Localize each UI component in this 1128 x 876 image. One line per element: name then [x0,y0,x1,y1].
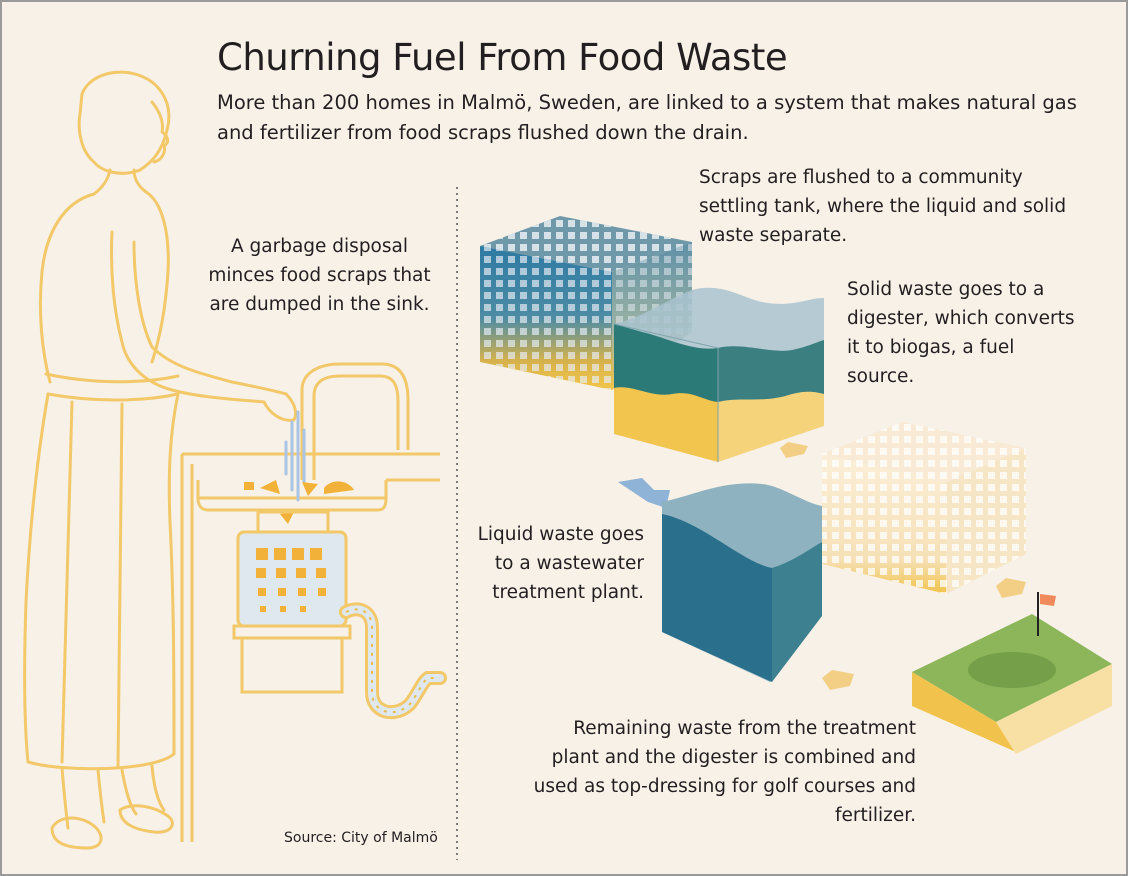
arrow-from-digester [996,578,1026,598]
caption-garbage-disposal: A garbage disposal minces food scraps th… [208,236,431,315]
caption-settling-tank: Scraps are flushed to a community settli… [699,167,1067,246]
treatment-plant-cube [662,483,822,682]
food-scraps [244,480,354,524]
golf-flag [1040,594,1056,606]
page-title: Churning Fuel From Food Waste [217,36,788,79]
golf-course-block [912,592,1112,754]
caption-remaining-waste: Remaining waste from the treatment plant… [533,718,916,826]
arrow-from-treatment [822,670,854,690]
garbage-disposal-unit [232,510,447,720]
subtitle: More than 200 homes in Malmö, Sweden, ar… [217,91,1077,144]
caption-liquid-waste: Liquid waste goes to a wastewater treatm… [477,524,644,603]
separation-cube [613,287,824,462]
arrow-to-treatment-plant [618,478,670,508]
water-stream [284,410,306,502]
woman-at-sink-illustration [23,70,298,850]
source-credit: Source: City of Malmö [284,830,438,846]
caption-digester: Solid waste goes to a digester, which co… [847,279,1075,387]
digester-cube [822,422,1026,594]
kitchen-cabinet-outline [180,362,440,842]
arrow-to-digester [780,442,808,458]
